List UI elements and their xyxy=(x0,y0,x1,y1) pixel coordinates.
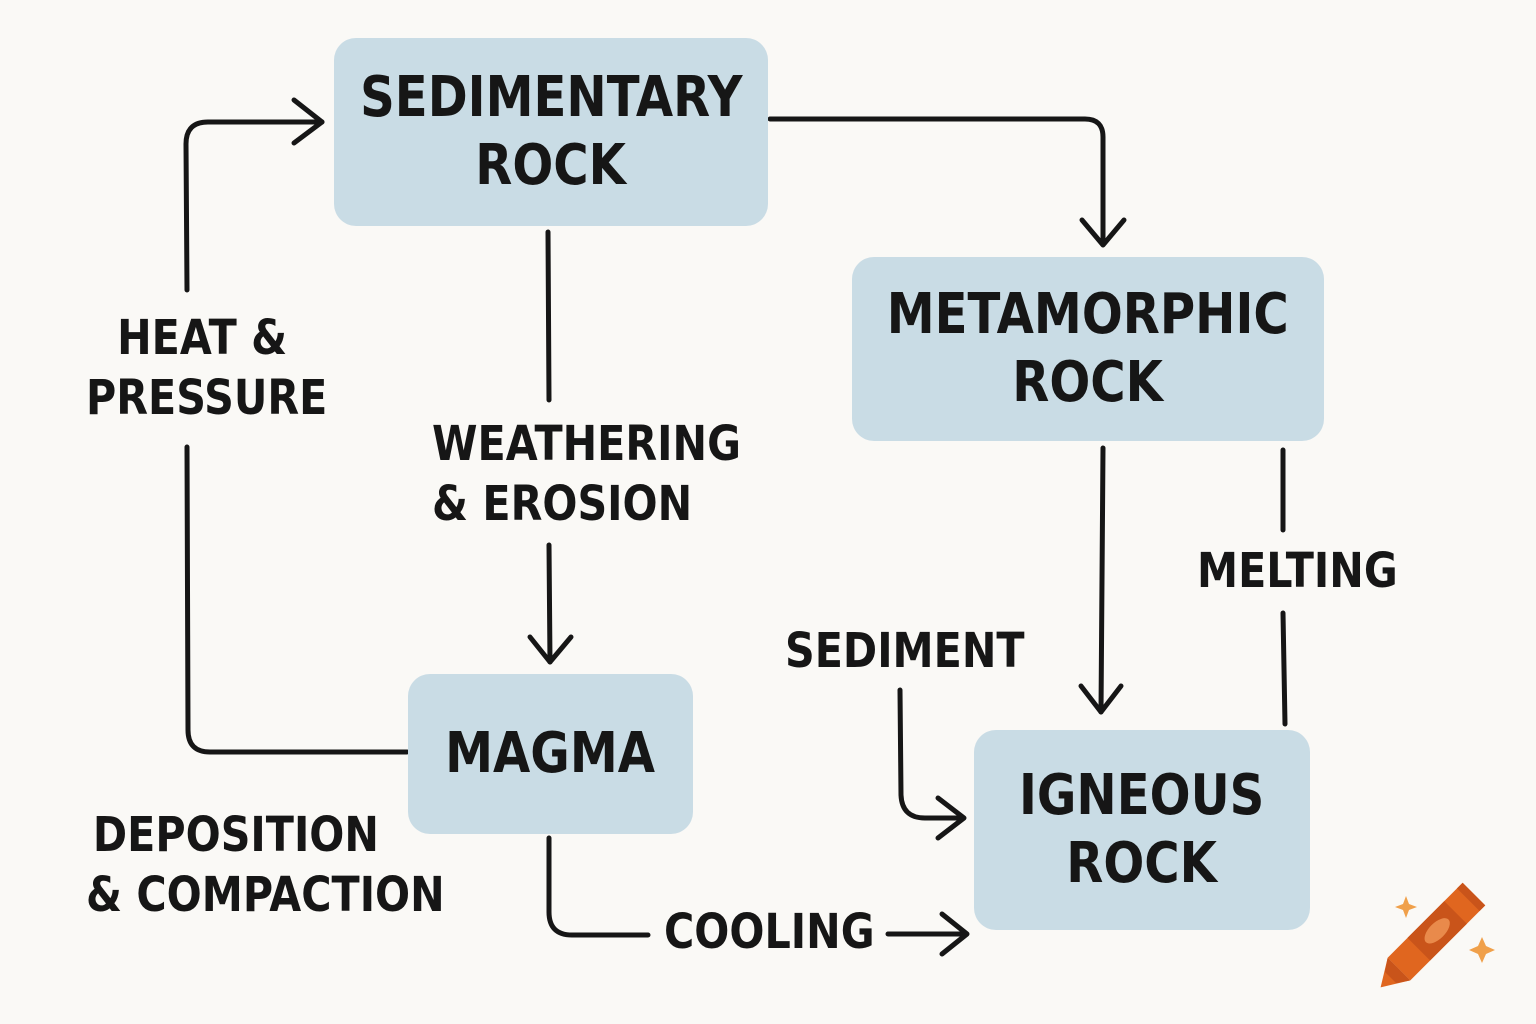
label-melting-text: MELTING xyxy=(1197,543,1398,599)
label-weathering-erosion: WEATHERING & EROSION xyxy=(432,414,741,534)
label-weathering-line2: & EROSION xyxy=(432,476,693,532)
line-melting xyxy=(1280,447,1288,727)
node-sedimentary-line2: ROCK xyxy=(475,133,627,198)
node-metamorphic-line1: METAMORPHIC xyxy=(886,282,1290,347)
node-sedimentary-line1: SEDIMENTARY xyxy=(359,65,743,130)
label-melting: MELTING xyxy=(1197,541,1398,601)
crayon-icon xyxy=(1380,882,1486,988)
label-deposition-compaction: DEPOSITION & COMPACTION xyxy=(86,805,445,925)
node-igneous-rock: IGNEOUS ROCK xyxy=(974,730,1310,930)
label-heat-pressure: HEAT & PRESSURE xyxy=(86,308,328,428)
arrow-sediment-to-igneous xyxy=(897,687,967,841)
label-weathering-line1: WEATHERING xyxy=(432,416,741,472)
node-igneous-line2: ROCK xyxy=(1066,831,1218,896)
arrow-sedimentary-to-metamorphic xyxy=(767,116,1127,248)
node-magma-line1: MAGMA xyxy=(445,721,656,786)
label-deposition-line1: DEPOSITION xyxy=(92,807,379,863)
label-heat-pressure-line1: HEAT & xyxy=(117,310,288,366)
node-magma: MAGMA xyxy=(408,674,693,834)
arrow-metamorphic-to-igneous xyxy=(1078,445,1124,715)
label-cooling: COOLING xyxy=(664,902,875,962)
node-metamorphic-line2: ROCK xyxy=(1012,350,1164,415)
arrow-magma-to-sedimentary xyxy=(183,97,410,755)
label-sediment: SEDIMENT xyxy=(785,621,1025,681)
node-igneous-line1: IGNEOUS xyxy=(1019,763,1265,828)
label-sediment-text: SEDIMENT xyxy=(785,623,1025,679)
label-cooling-text: COOLING xyxy=(664,904,875,960)
arrow-sedimentary-to-magma xyxy=(527,229,574,665)
label-deposition-line2: & COMPACTION xyxy=(86,867,445,923)
node-sedimentary-rock: SEDIMENTARY ROCK xyxy=(334,38,768,226)
arrow-magma-to-igneous xyxy=(546,835,970,957)
sparkle-icon xyxy=(1395,896,1495,963)
label-heat-pressure-line2: PRESSURE xyxy=(86,370,328,426)
node-metamorphic-rock: METAMORPHIC ROCK xyxy=(852,257,1324,441)
